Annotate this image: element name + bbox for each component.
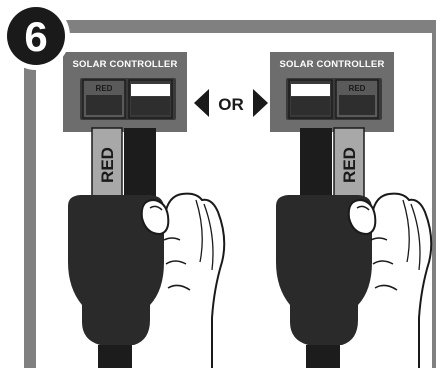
panel-left: SOLAR CONTROLLER RED RED: [63, 52, 226, 368]
hand-right: [371, 192, 433, 368]
port-black-left-socket: [131, 97, 170, 115]
or-separator: OR: [194, 89, 268, 117]
controller-title-left: SOLAR CONTROLLER: [72, 59, 177, 70]
panel-right: SOLAR CONTROLLER RED RED: [270, 52, 433, 368]
plug-cable-right: [306, 345, 340, 368]
red-wire-label-left: RED: [98, 147, 117, 183]
thumb-left: [140, 198, 170, 236]
hand-left: [164, 192, 226, 368]
finger-curves-left: [195, 199, 214, 271]
red-wire-right: [333, 127, 365, 209]
controller-title-right: SOLAR CONTROLLER: [279, 59, 384, 70]
finger-lines-left: [163, 237, 191, 291]
port-label-left-1: RED: [96, 84, 113, 93]
plug-cable-left: [98, 345, 132, 368]
finger-curves-right: [402, 199, 421, 271]
port-red-left-socket: [86, 95, 122, 115]
port-black-right-socket: [291, 97, 330, 115]
or-label: OR: [218, 95, 244, 114]
port-label-right-2: RED: [349, 84, 366, 93]
plug-body-left: [68, 195, 164, 345]
port-red-right-socket: [339, 95, 375, 115]
thumbnail-left: [149, 205, 163, 211]
step-number: 6: [24, 13, 47, 60]
finger-lines-right: [370, 237, 398, 291]
black-wire-left: [124, 128, 156, 208]
step-badge: 6: [2, 2, 70, 70]
red-wire-label-right: RED: [340, 147, 359, 183]
arrow-right-icon: [253, 89, 268, 117]
thumbnail-right: [356, 205, 370, 211]
thumb-right: [347, 198, 377, 236]
black-wire-right: [300, 128, 332, 208]
port-black-right-white: [291, 84, 330, 96]
red-wire-left: [91, 127, 123, 209]
port-black-left-white: [131, 84, 170, 96]
step-badge-circle: [7, 7, 65, 65]
arrow-left-icon: [194, 89, 209, 117]
plug-body-right: [276, 195, 372, 345]
